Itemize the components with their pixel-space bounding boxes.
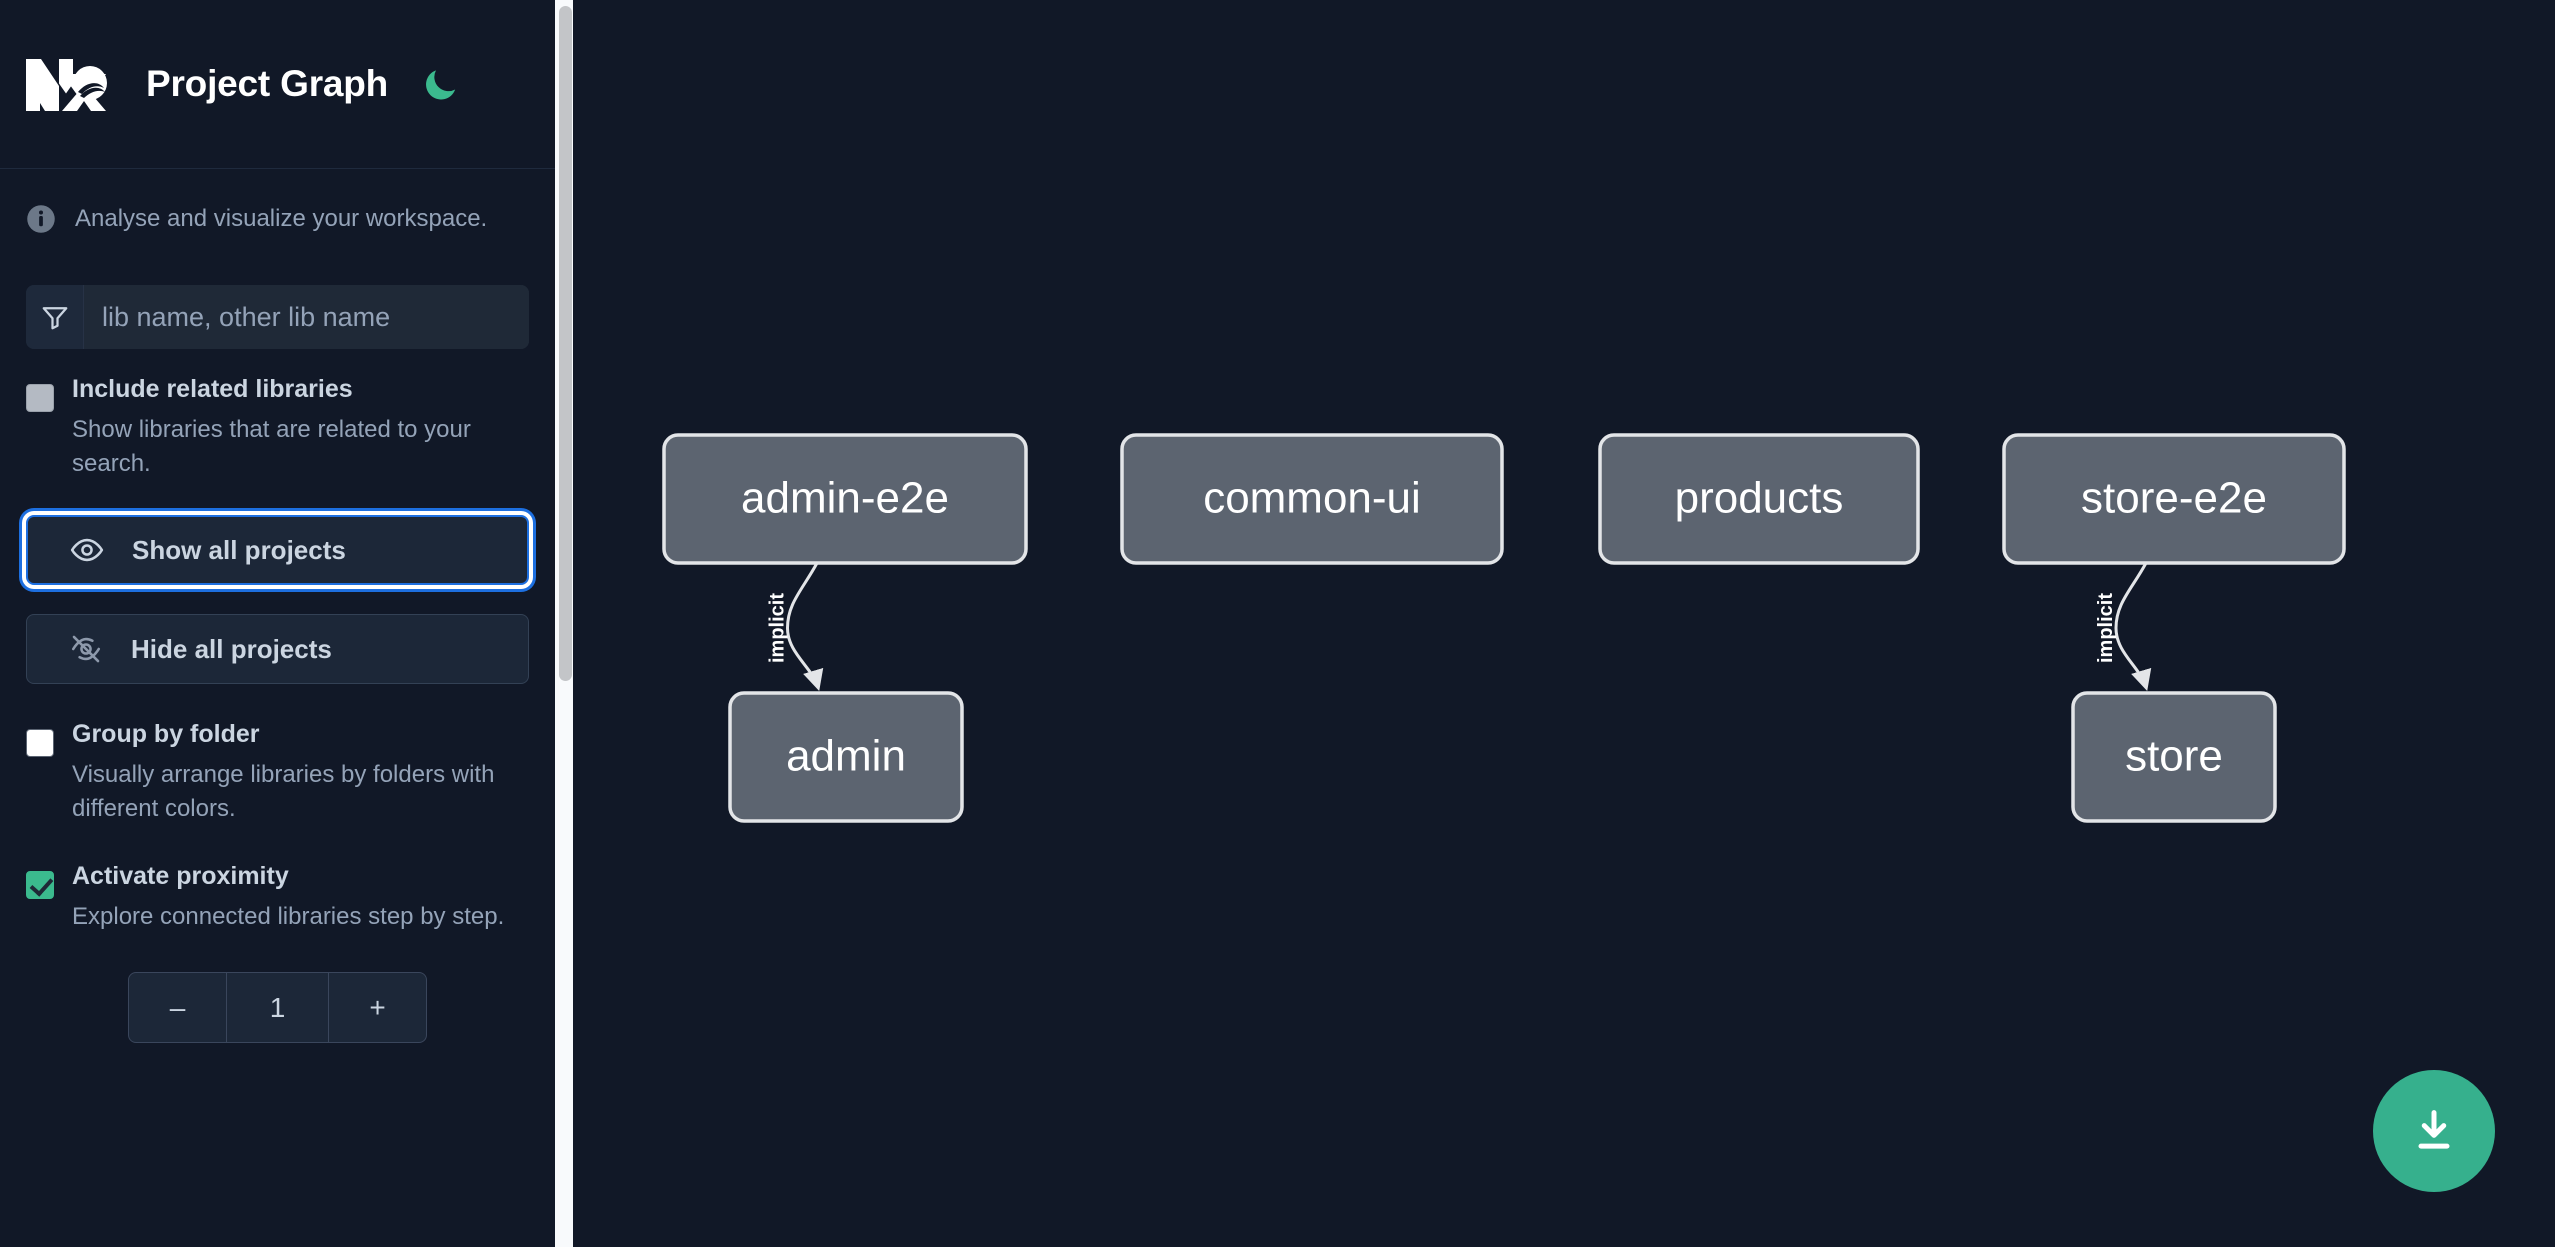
graph-node-box[interactable] [1598, 433, 1920, 565]
graph-node-label: admin [786, 732, 906, 781]
graph-node[interactable]: admin [728, 691, 964, 823]
graph-node-label: store [2125, 732, 2223, 781]
graph-node-box[interactable] [662, 433, 1028, 565]
sidebar-scrollbar-thumb[interactable] [559, 6, 572, 681]
sidebar-header: Project Graph [0, 0, 555, 169]
eye-icon [70, 533, 104, 567]
graph-edge[interactable]: implicit [767, 562, 824, 692]
include-related-libraries-checkbox[interactable] [26, 384, 54, 412]
download-image-button[interactable] [2373, 1070, 2495, 1192]
activate-proximity-checkbox[interactable] [26, 871, 54, 900]
graph-node-label: common-ui [1203, 474, 1421, 523]
graph-node[interactable]: products [1598, 433, 1920, 565]
graph-svg: implicit implicit admin-e2e common-ui produ… [662, 433, 2346, 823]
group-by-folder-description: Visually arrange libraries by folders wi… [72, 761, 495, 823]
activate-proximity-description: Explore connected libraries step by step… [72, 903, 505, 931]
proximity-increment-button[interactable]: + [369, 991, 386, 1023]
include-related-libraries-label: Include related libraries [72, 375, 353, 403]
graph-node[interactable]: admin-e2e [662, 433, 1028, 565]
graph-node[interactable]: store-e2e [2002, 433, 2346, 565]
moon-icon [426, 70, 456, 100]
project-visibility-buttons: Show all projects Hide all projects [26, 515, 529, 685]
sidebar: Project Graph Analyse and visualize your… [0, 0, 555, 1247]
nx-logo-icon [26, 59, 107, 111]
graph-edge-label: implicit [2095, 593, 2117, 663]
option-include-related-libraries[interactable]: Include related libraries Show libraries… [0, 377, 555, 481]
hide-all-projects-button[interactable]: Hide all projects [26, 614, 529, 685]
graph-edge-path [785, 562, 824, 692]
workspace-info-text: Analyse and visualize your workspace. [75, 205, 488, 232]
graph-node-box[interactable] [1120, 433, 1504, 565]
option-activate-proximity[interactable]: Activate proximity Explore connected lib… [0, 864, 555, 934]
graph-node-box[interactable] [2002, 433, 2346, 565]
graph-node[interactable]: common-ui [1120, 433, 1504, 565]
proximity-stepper: – 1 + [26, 972, 529, 1044]
graph-node-label: products [1675, 474, 1844, 523]
graph-canvas[interactable]: implicit implicit admin-e2e common-ui produ… [555, 0, 2555, 1247]
activate-proximity-label: Activate proximity [72, 862, 289, 891]
filter-icon[interactable] [26, 285, 84, 349]
graph-edges: implicit implicit [767, 562, 2152, 692]
group-by-folder-checkbox[interactable] [26, 729, 54, 758]
page-title: Project Graph [146, 63, 389, 104]
hide-all-projects-label: Hide all projects [131, 633, 332, 664]
graph-edge-label: implicit [767, 593, 789, 663]
include-related-libraries-description: Show libraries that are related to your … [72, 416, 471, 478]
option-group-by-folder[interactable]: Group by folder Visually arrange librari… [0, 722, 555, 826]
workspace-info: Analyse and visualize your workspace. [0, 169, 555, 269]
download-icon [2418, 1110, 2450, 1149]
theme-toggle-button[interactable] [420, 63, 462, 105]
graph-nodes: admin-e2e common-ui products store-e2e admin… [662, 433, 2346, 823]
proximity-decrement-button[interactable]: – [169, 991, 186, 1023]
graph-node-label: store-e2e [2081, 474, 2267, 523]
show-all-projects-label: Show all projects [132, 534, 346, 565]
graph-node-label: admin-e2e [741, 474, 949, 523]
info-icon [27, 205, 55, 233]
show-all-projects-button[interactable]: Show all projects [26, 515, 529, 586]
funnel-icon [42, 307, 67, 330]
search-input[interactable] [84, 285, 529, 349]
group-by-folder-label: Group by folder [72, 720, 260, 749]
graph-edge-path [2114, 562, 2152, 692]
eye-off-icon [69, 632, 103, 666]
graph-node-box[interactable] [2071, 691, 2277, 823]
graph-node-box[interactable] [728, 691, 964, 823]
filter-field[interactable] [26, 285, 529, 349]
graph-edge[interactable]: implicit [2095, 562, 2152, 692]
graph-node[interactable]: store [2071, 691, 2277, 823]
proximity-value: 1 [226, 973, 329, 1043]
